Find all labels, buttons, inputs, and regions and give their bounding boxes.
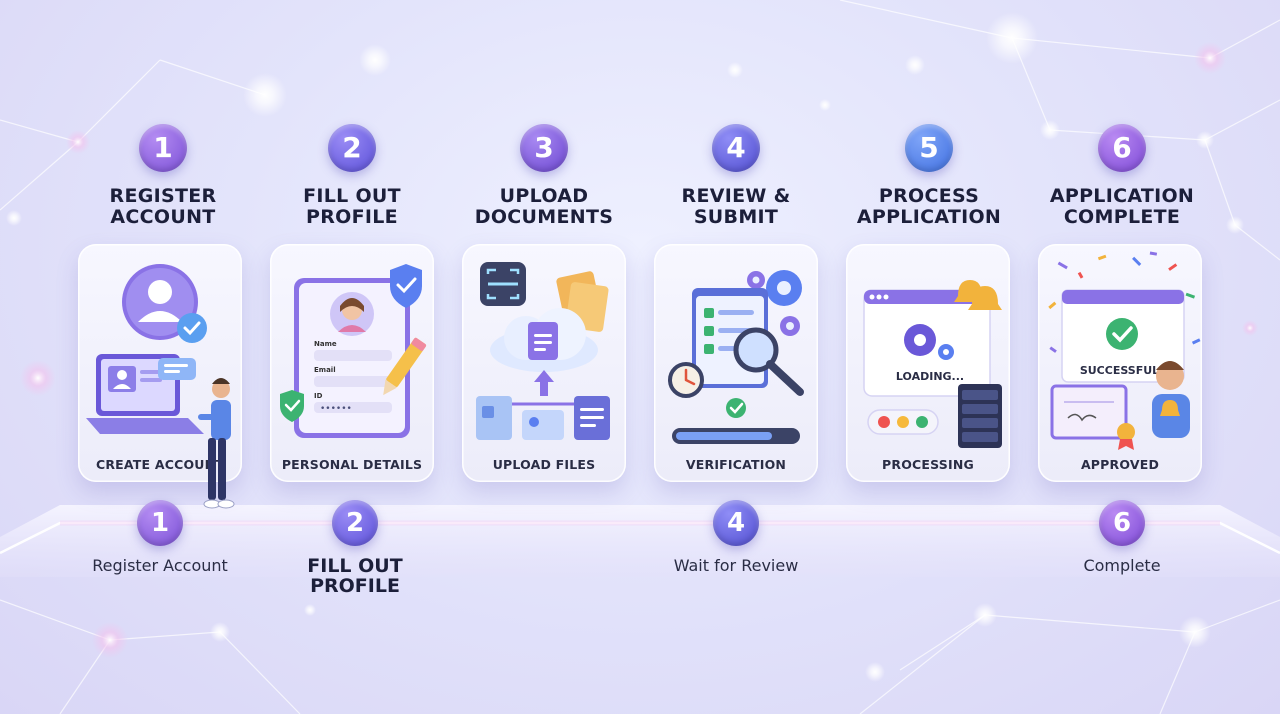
timeline-platform [0,505,1280,577]
name-field-label: Name [314,340,337,348]
loading-text: LOADING... [896,370,964,383]
green-shield-icon [280,390,304,422]
check-icon [177,313,207,343]
step-3-card: UPLOAD FILES [462,244,626,482]
step-number-badge: 6 [1098,124,1146,172]
gear-icon [747,270,802,336]
timeline-label: Wait for Review [673,556,799,575]
step-number-badge: 1 [139,124,187,172]
id-field-value: •••••• [320,404,352,414]
magnifier-icon [733,327,779,373]
timeline-number-badge: 2 [332,500,378,546]
step-4-header: 4 REVIEW &SUBMIT [651,124,821,230]
file-icon [476,396,512,440]
timeline-label: Register Account [92,556,228,575]
personal-details-illustration: Name Email ID •••••• [280,264,427,438]
step-5-card: LOADING... PROCESSING [846,244,1010,482]
timeline-label: Complete [1083,556,1161,575]
person-legs [203,438,235,509]
timeline-number-badge: 1 [137,500,183,546]
gear-icon [904,324,954,360]
timeline-marker-6: 6 Complete [1032,500,1212,575]
step-number-badge: 3 [520,124,568,172]
timeline-number-badge: 4 [713,500,759,546]
card-caption: UPLOAD FILES [492,457,596,472]
step-title: REVIEW &SUBMIT [681,185,791,228]
card-caption: PROCESSING [882,457,974,472]
timeline-marker-1: 1 Register Account [70,500,250,575]
card-caption: APPROVED [1080,457,1160,472]
card-caption: CREATE ACCOUNT [95,457,225,472]
create-account-illustration [86,264,231,440]
approved-illustration: SUCCESSFUL! [1048,251,1201,450]
award-ribbon-icon [1117,423,1135,441]
upload-files-illustration [476,262,610,440]
step-number-badge: 5 [905,124,953,172]
step-6-card: SUCCESSFUL! APPROVED [1038,244,1202,482]
person-figure [212,380,230,398]
timeline-number-badge: 6 [1099,500,1145,546]
timeline-marker-4: 4 Wait for Review [646,500,826,575]
verification-illustration [668,270,804,444]
upload-arrow-icon [534,370,554,396]
card-caption: PERSONAL DETAILS [281,457,423,472]
step-2-card: Name Email ID •••••• PERSONAL DETAILS [270,244,434,482]
step-4-card: VERIFICATION [654,244,818,482]
user-avatar-icon [148,280,172,304]
chat-bubble-icon [158,358,196,380]
success-text: SUCCESSFUL! [1080,364,1164,377]
card-caption: VERIFICATION [685,457,787,472]
id-field-label: ID [314,392,323,400]
check-icon [1106,318,1138,350]
processing-illustration: LOADING... [863,280,1002,448]
pencil-icon [383,337,427,396]
email-field-label: Email [314,366,336,374]
step-number-badge: 2 [328,124,376,172]
confetti-decoration [1048,251,1201,353]
step-number-badge: 4 [712,124,760,172]
shield-check-icon [390,264,422,308]
check-icon [726,398,746,418]
certificate-icon [1050,384,1128,440]
step-1-card: CREATE ACCOUNT [78,244,242,482]
id-card-icon [522,410,564,440]
